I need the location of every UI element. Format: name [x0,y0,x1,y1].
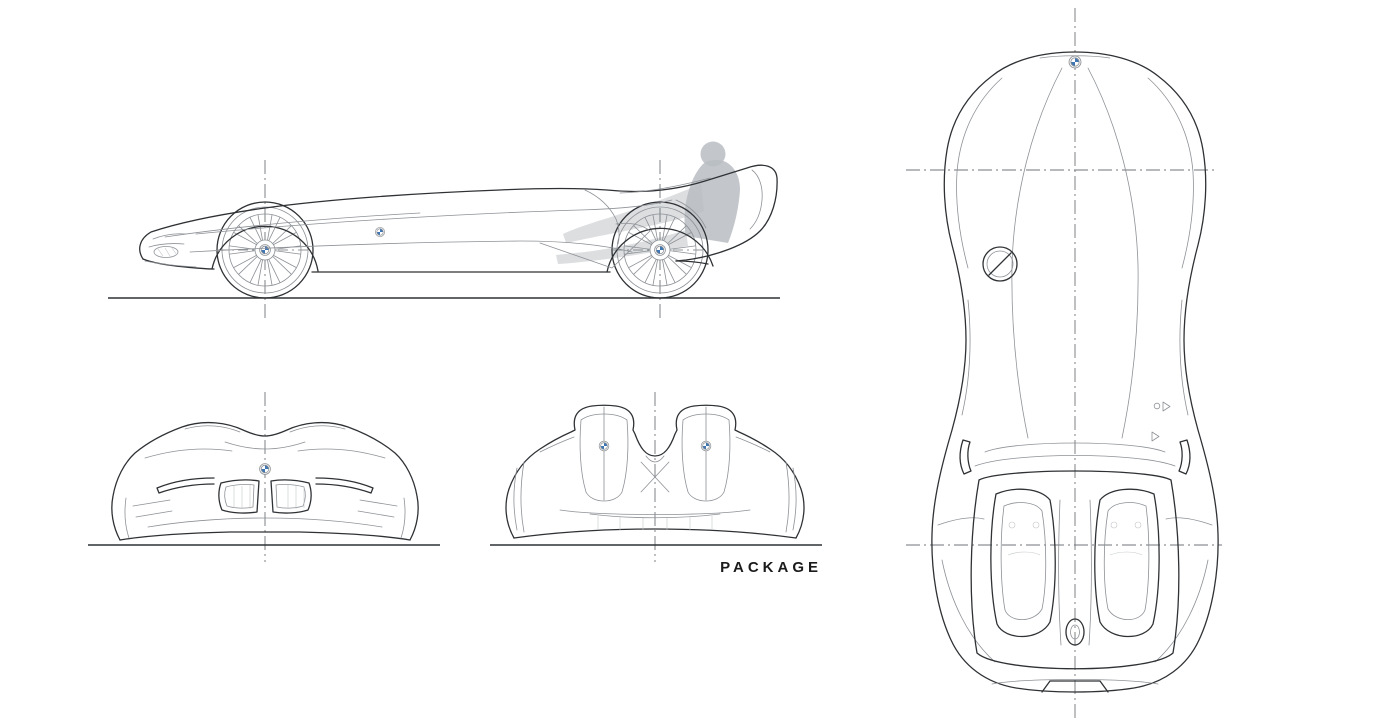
side-view [108,141,780,318]
rear-roundel-left-icon [598,440,610,452]
wind-deflector-right [1178,439,1191,475]
side-body-detail-lines [144,169,763,269]
driver-silhouette [556,141,740,264]
rear-roundel-right-icon [700,440,712,452]
rear-view [490,392,822,562]
top-detail-lines [937,55,1213,693]
rear-detail-lines [513,436,797,533]
seat-right [1094,488,1160,638]
side-body-outline [139,164,778,273]
top-body-outline [931,51,1219,693]
center-console [1058,499,1092,646]
cockpit-opening [970,470,1180,670]
wind-deflector-left [959,439,972,475]
front-body-detail-lines [124,425,406,539]
rear-headrest-pods [579,406,731,502]
front-roundel-icon [259,463,271,475]
front-body-outline [111,422,419,541]
headlight-right [315,477,374,494]
front-view [88,392,440,562]
side-body-roundel-icon [374,226,386,238]
rear-body-outline [505,404,805,539]
fuel-cap [982,246,1018,282]
top-roundel-icon [1068,55,1082,69]
door-marker-icons [1151,401,1171,442]
top-view [906,8,1222,718]
headlight-left [156,477,215,494]
package-label: PACKAGE [720,559,822,576]
seat-left [990,488,1056,638]
kidney-grille [218,479,312,514]
